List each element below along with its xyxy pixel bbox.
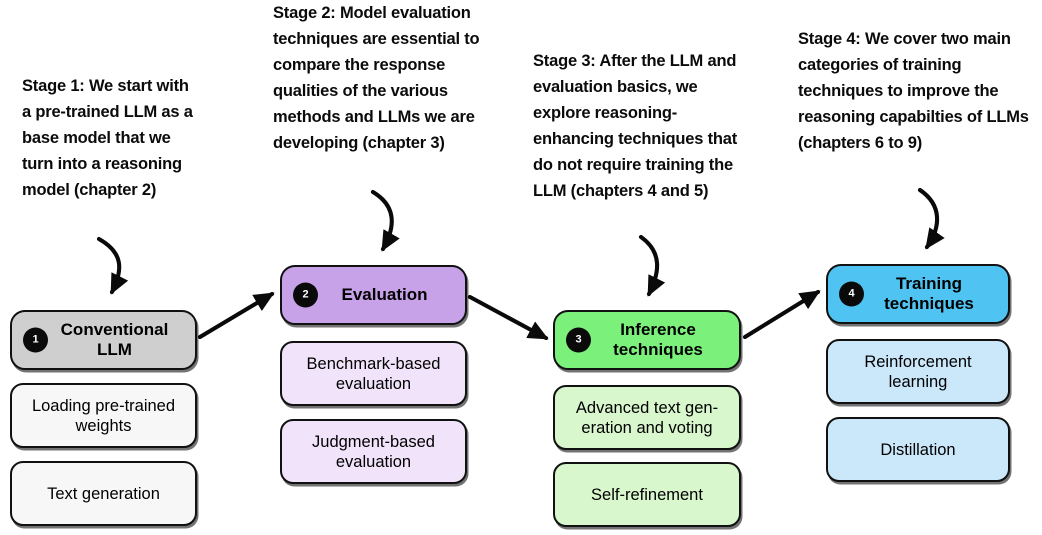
- stage-1-caption: Stage 1: We start with a pre-trained LLM…: [22, 77, 193, 199]
- sub-box-text-generation[interactable]: Text generation: [10, 461, 197, 526]
- arrow-box3-to-box4: [742, 289, 821, 340]
- step-number-badge-2: 2: [293, 282, 318, 308]
- header-box-conventional-llm[interactable]: 1 Conventional LLM: [10, 310, 197, 370]
- sub-box-benchmark-based-evaluation[interactable]: Benchmark-based evaluation: [280, 341, 467, 406]
- sub-box-judgment-based-evaluation[interactable]: Judgment-based evaluation: [280, 419, 467, 484]
- arrow-caption2-to-box2: [370, 189, 400, 252]
- arrow-caption3-to-box3: [638, 234, 666, 297]
- header-label-evaluation: Evaluation: [341, 285, 428, 304]
- header-label-inference-techniques: Inference techniques: [613, 320, 703, 359]
- step-number-badge-1: 1: [23, 327, 48, 353]
- sub-box-label: Benchmark-based evaluation: [306, 354, 441, 393]
- header-box-evaluation[interactable]: 2 Evaluation: [280, 265, 467, 325]
- stage-4-caption: Stage 4: We cover two main categories of…: [798, 30, 1029, 152]
- header-box-training-techniques[interactable]: 4 Training techniques: [826, 264, 1010, 324]
- step-number-badge-4: 4: [839, 281, 864, 307]
- sub-box-loading-pre-trained-weights[interactable]: Loading pre-trained weights: [10, 383, 197, 448]
- step-number-badge-3: 3: [566, 327, 591, 353]
- arrow-caption4-to-box4: [917, 187, 945, 250]
- header-box-inference-techniques[interactable]: 3 Inference techniques: [553, 310, 741, 370]
- sub-box-label: Reinforcement learning: [864, 352, 972, 391]
- header-label-conventional-llm: Conventional LLM: [60, 320, 169, 359]
- stage-3-caption: Stage 3: After the LLM and evaluation ba…: [533, 52, 738, 200]
- sub-box-advanced-text-generation-and-voting[interactable]: Advanced text gen- eration and voting: [553, 385, 741, 450]
- sub-box-label: Text generation: [47, 484, 160, 503]
- arrow-caption1-to-box1: [96, 236, 129, 295]
- sub-box-self-refinement[interactable]: Self-refinement: [553, 462, 741, 527]
- arrow-box2-to-box3: [467, 294, 549, 341]
- sub-box-label: Self-refinement: [591, 485, 703, 504]
- sub-box-label: Advanced text gen- eration and voting: [575, 398, 719, 437]
- stage-2-caption: Stage 2: Model evaluation techniques are…: [273, 4, 480, 152]
- sub-box-reinforcement-learning[interactable]: Reinforcement learning: [826, 339, 1010, 404]
- sub-box-label: Judgment-based evaluation: [312, 432, 435, 471]
- header-label-training-techniques: Training techniques: [884, 274, 974, 313]
- sub-box-label: Loading pre-trained weights: [31, 396, 176, 435]
- sub-box-label: Distillation: [880, 440, 956, 459]
- arrow-box1-to-box2: [197, 291, 275, 340]
- sub-box-distillation[interactable]: Distillation: [826, 417, 1010, 482]
